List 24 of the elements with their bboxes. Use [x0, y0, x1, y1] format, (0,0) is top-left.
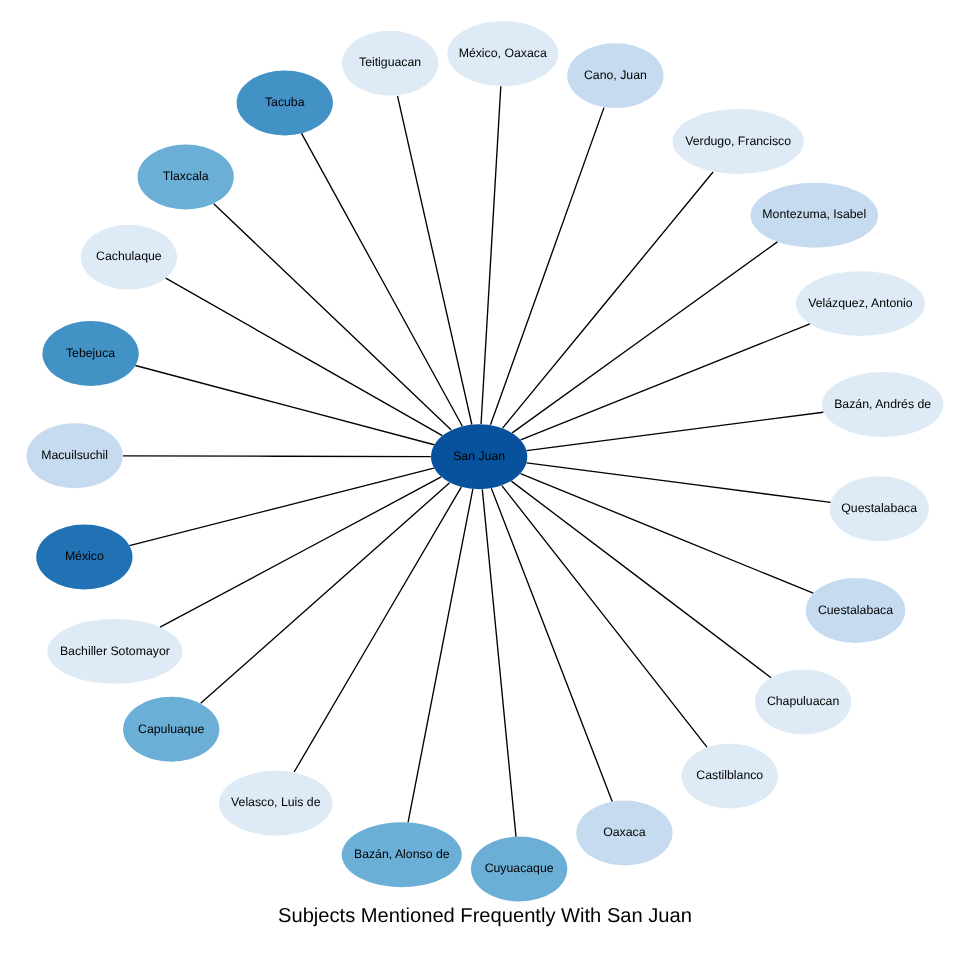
connector — [128, 467, 435, 547]
connector — [511, 241, 779, 434]
connector — [519, 472, 814, 594]
connector — [122, 455, 432, 458]
connector — [520, 323, 811, 441]
connector — [407, 488, 474, 823]
connector — [300, 132, 464, 427]
connector — [213, 203, 452, 431]
connector — [525, 411, 824, 452]
connector — [489, 107, 605, 426]
connector — [165, 277, 443, 437]
connector — [134, 364, 435, 446]
connector — [525, 462, 832, 504]
connector — [481, 488, 517, 838]
connector — [159, 476, 442, 628]
connector — [501, 484, 708, 748]
connector — [490, 487, 613, 803]
connector — [396, 95, 473, 426]
connector — [480, 85, 502, 425]
connector — [510, 480, 772, 679]
connector — [293, 486, 462, 773]
connector — [501, 171, 714, 429]
diagram-title: Subjects Mentioned Frequently With San Juan — [278, 906, 692, 929]
connector — [200, 482, 451, 704]
